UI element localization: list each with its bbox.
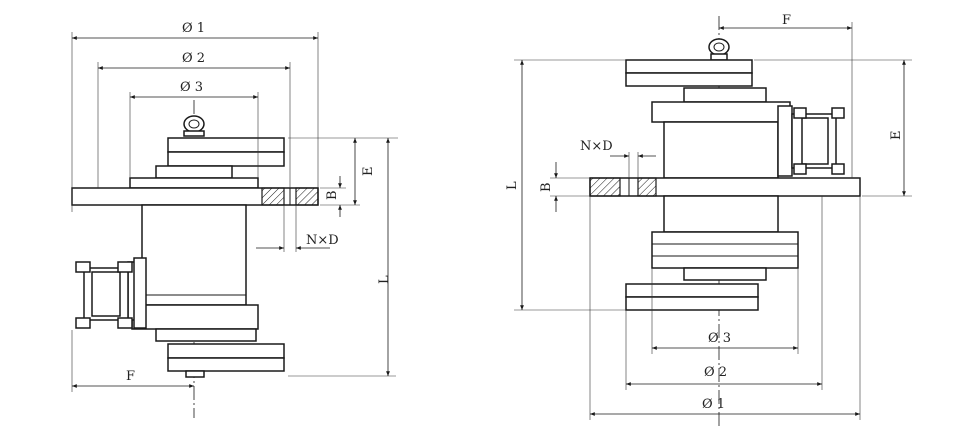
right-bottom-weight-lower: [625, 296, 759, 311]
right-view: F E L N×D B Ø 3 Ø 2: [505, 13, 912, 426]
left-dim-b: B: [325, 190, 340, 200]
right-mount-flange: [589, 177, 861, 197]
left-step-ring: [129, 177, 259, 189]
left-view: Ø 1 Ø 2 Ø 3 E B N×D L F: [71, 21, 398, 418]
right-dim-e: E: [889, 131, 904, 141]
left-lower-collar: [155, 328, 257, 342]
left-bottom-weight-lower: [167, 357, 285, 372]
right-dim-nd: N×D: [580, 139, 613, 154]
right-upper-ring: [651, 101, 791, 123]
right-dim-d3: Ø 3: [708, 331, 731, 346]
right-bottom-weight-upper: [625, 283, 759, 298]
left-dim-nd: N×D: [306, 233, 339, 248]
left-dim-f: F: [126, 369, 135, 384]
left-top-weight-upper: [167, 137, 285, 153]
left-terminal-box: [75, 257, 147, 329]
left-dim-d2: Ø 2: [182, 51, 205, 66]
right-top-collar: [683, 87, 767, 103]
right-lower-collar: [683, 267, 767, 281]
right-dim-f: F: [782, 13, 791, 28]
right-dim-d2: Ø 2: [704, 365, 727, 380]
right-lower-ring: [651, 231, 799, 269]
right-dim-l: L: [505, 181, 520, 190]
left-dim-l: L: [377, 275, 392, 284]
left-bottom-nut: [185, 370, 205, 378]
right-dim-d1: Ø 1: [702, 397, 725, 412]
right-flange-section-right: [637, 177, 657, 197]
left-dim-d1: Ø 1: [182, 21, 205, 36]
right-dim-b: B: [539, 182, 554, 192]
left-motor-body: [141, 204, 247, 306]
left-top-weight-lower: [167, 151, 285, 167]
left-eye-bolt: [183, 115, 205, 137]
left-flange-section-right: [295, 187, 319, 206]
left-dim-d3: Ø 3: [180, 80, 203, 95]
left-flange-section-left: [261, 187, 285, 206]
right-terminal-box: [777, 105, 845, 177]
right-eye-bolt: [708, 38, 730, 61]
left-bottom-weight-upper: [167, 343, 285, 359]
left-top-collar: [155, 165, 233, 179]
right-flange-section-left: [589, 177, 621, 197]
right-motor-body-lower: [663, 195, 779, 233]
left-lower-ring: [131, 304, 259, 330]
right-top-weight-upper: [625, 59, 753, 74]
left-dim-e: E: [361, 167, 376, 177]
right-top-weight-lower: [625, 72, 753, 87]
right-motor-body-upper: [663, 121, 779, 179]
